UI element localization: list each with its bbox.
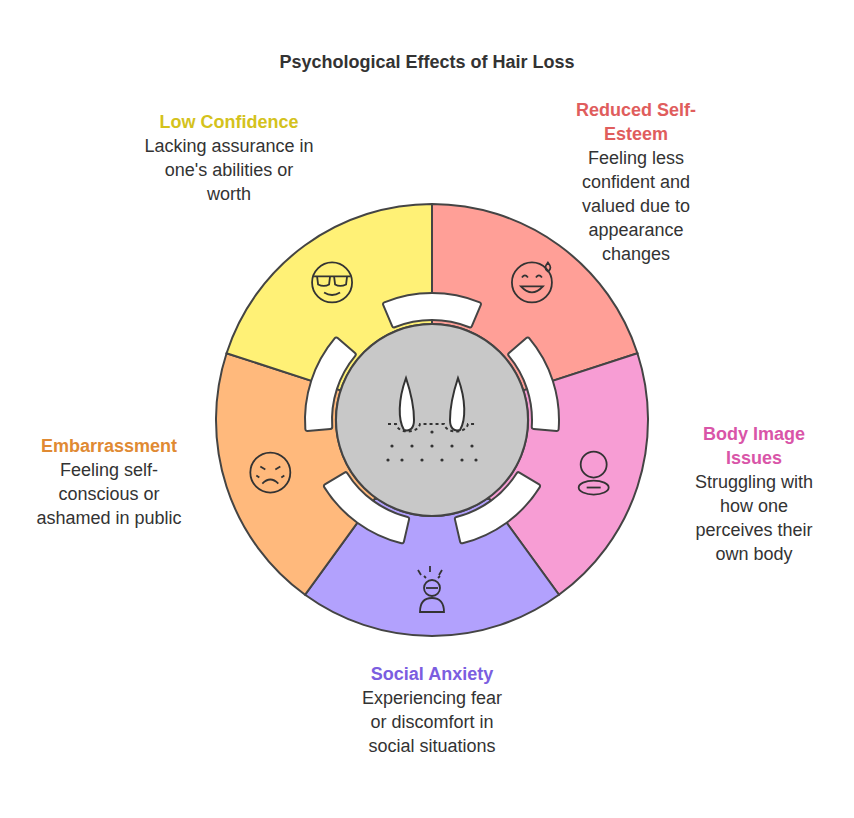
- effect-description: Experiencing fear or discomfort in socia…: [352, 686, 512, 758]
- hair-follicle-icon: [386, 378, 477, 462]
- effect-segment: Body Image IssuesStruggling with how one…: [687, 422, 822, 566]
- effect-heading: Reduced Self-Esteem: [566, 98, 706, 146]
- effect-segment: Social AnxietyExperiencing fear or disco…: [352, 662, 512, 758]
- stressed-person-icon: [418, 566, 444, 612]
- effect-description: Lacking assurance in one's abilities or …: [142, 134, 317, 206]
- effect-segment: EmbarrassmentFeeling self-conscious or a…: [27, 434, 192, 530]
- sweat-smile-icon: [512, 262, 552, 302]
- effect-description: Feeling self-conscious or ashamed in pub…: [27, 458, 192, 530]
- effect-segment: Low ConfidenceLacking assurance in one's…: [142, 110, 317, 206]
- diagram-title: Psychological Effects of Hair Loss: [0, 50, 854, 74]
- sad-face-icon: [250, 453, 290, 493]
- effect-heading: Body Image Issues: [687, 422, 822, 470]
- effect-heading: Low Confidence: [142, 110, 317, 134]
- effect-description: Feeling less confident and valued due to…: [566, 146, 706, 266]
- sunglasses-face-icon: [312, 262, 352, 302]
- ring-gap: [383, 293, 481, 327]
- center-circle: [336, 324, 528, 516]
- effect-heading: Social Anxiety: [352, 662, 512, 686]
- effect-segment: Reduced Self-EsteemFeeling less confiden…: [566, 98, 706, 266]
- effect-description: Struggling with how one perceives their …: [687, 470, 822, 566]
- effect-heading: Embarrassment: [27, 434, 192, 458]
- mirror-icon: [579, 452, 609, 495]
- icons: [250, 262, 608, 612]
- ring: [216, 204, 648, 636]
